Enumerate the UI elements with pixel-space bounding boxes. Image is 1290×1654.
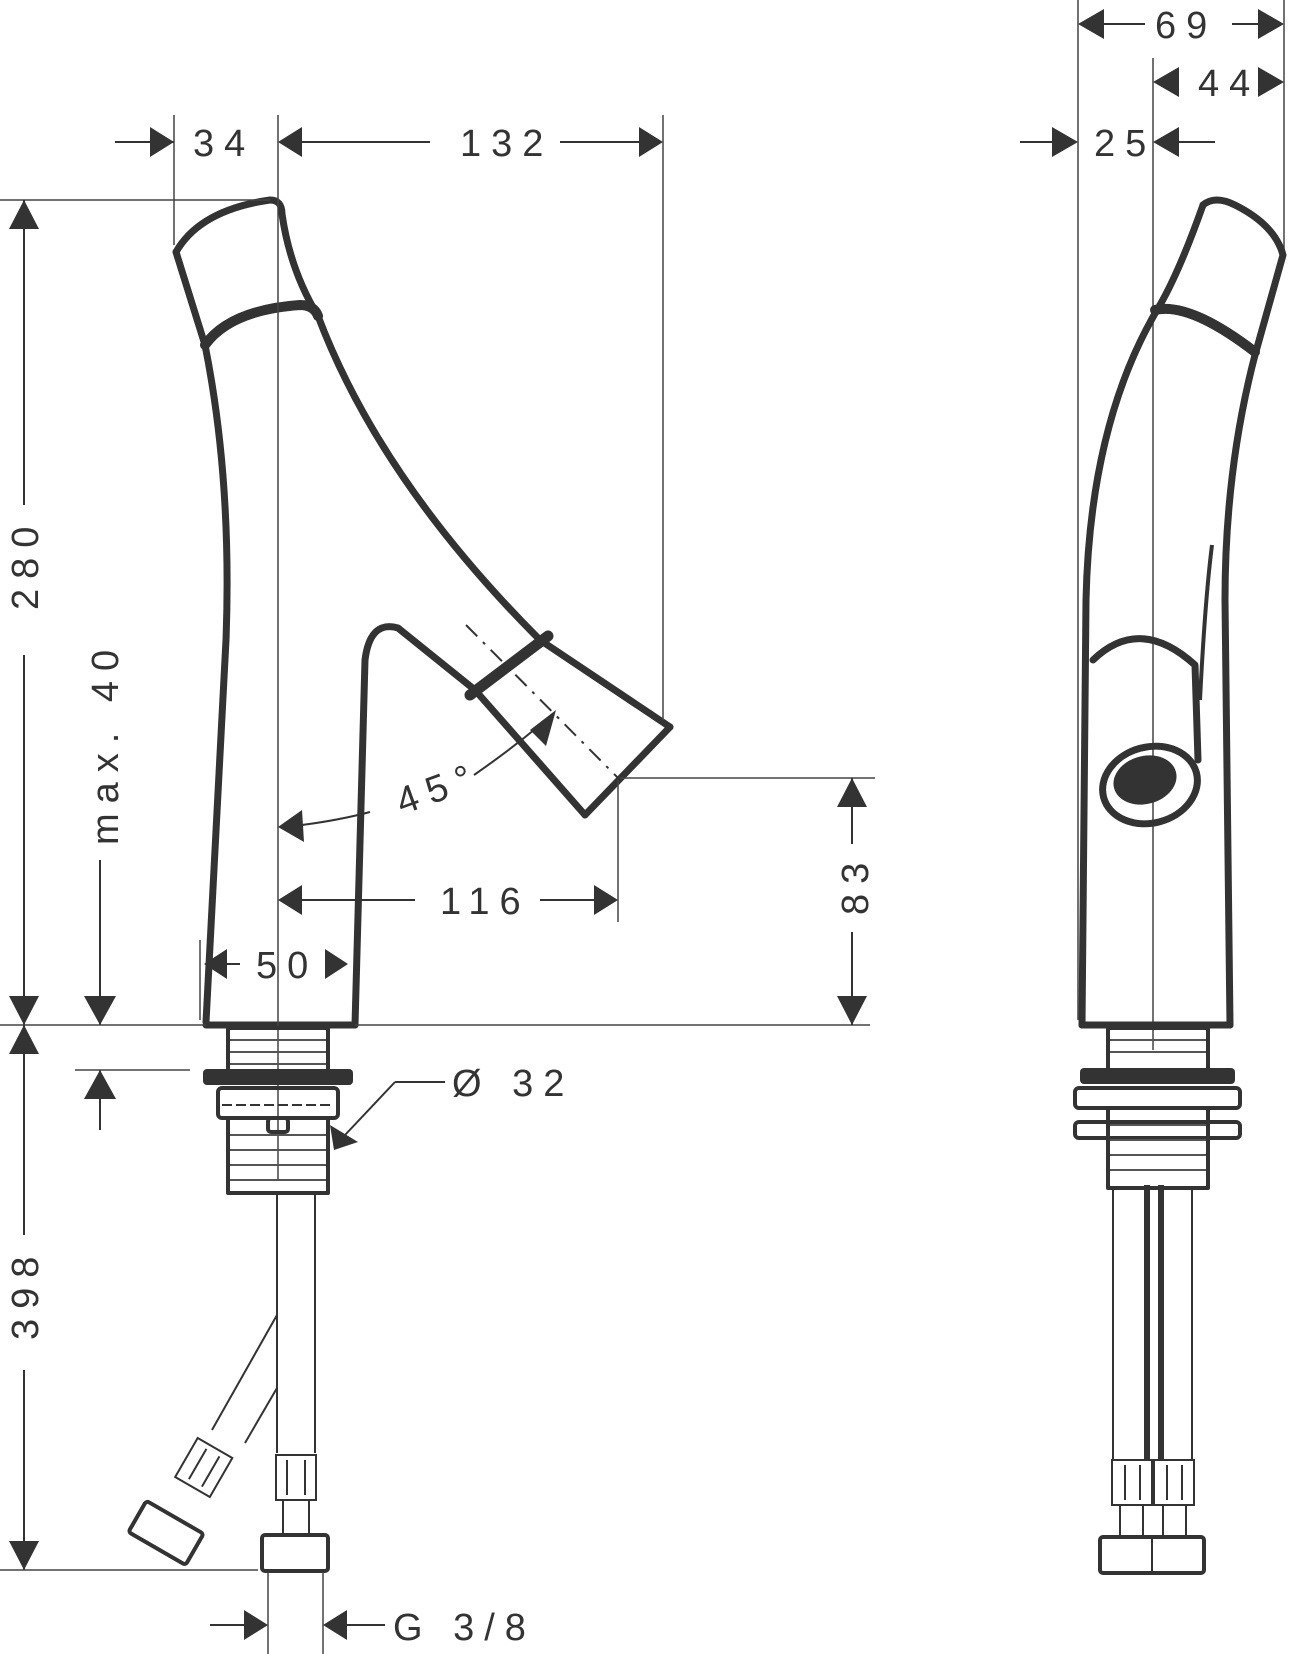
dimension-shank-diameter: Ø 32 — [330, 1063, 574, 1150]
dimension-total-height: 280 — [0, 199, 270, 1025]
dimension-spout-reach: 34 132 — [115, 115, 664, 720]
dimension-45-degree-label: 45° — [391, 754, 488, 823]
dimension-44-label: 44 — [1198, 63, 1260, 105]
front-view: 34 132 280 max. 40 — [0, 115, 877, 1654]
dimension-d32-label: Ø 32 — [452, 1063, 574, 1105]
dimension-g38-label: G 3/8 — [393, 1607, 536, 1649]
dimension-83-label: 83 — [835, 853, 877, 915]
spout-centerline — [465, 624, 621, 781]
dimension-25-label: 25 — [1094, 123, 1156, 165]
dimension-depth-total: 69 — [1078, 5, 1284, 47]
side-mounting-shank — [1073, 1026, 1242, 1190]
dimension-69-label: 69 — [1155, 5, 1217, 47]
dimension-max-40-label: max. 40 — [85, 640, 127, 845]
side-view: 69 44 25 — [1020, 0, 1287, 1575]
dimension-398-label: 398 — [5, 1247, 47, 1340]
dimension-280-label: 280 — [5, 517, 47, 610]
dimension-34-label: 34 — [193, 123, 255, 165]
dimension-132-label: 132 — [460, 123, 553, 165]
dimension-depth-front: 44 — [1153, 63, 1284, 105]
faucet-body-front — [172, 196, 674, 1029]
dimension-outlet-reach: 116 — [278, 780, 619, 923]
dimension-base-width: 50 — [199, 940, 348, 1020]
dimension-deck-thickness: max. 40 — [75, 640, 190, 1130]
mounting-shank — [203, 1026, 353, 1195]
dimension-116-label: 116 — [440, 881, 531, 923]
dimension-outlet-height: 83 — [620, 777, 877, 1025]
faucet-body-side — [1078, 196, 1287, 1029]
side-supply-hoses — [1098, 1185, 1206, 1575]
dimension-50-label: 50 — [256, 945, 318, 987]
dimension-hose-connection: G 3/8 — [210, 1572, 536, 1654]
supply-hoses — [127, 1193, 330, 1573]
dimension-depth-back: 25 — [1020, 123, 1215, 165]
dimension-hose-length: 398 — [0, 1024, 870, 1571]
